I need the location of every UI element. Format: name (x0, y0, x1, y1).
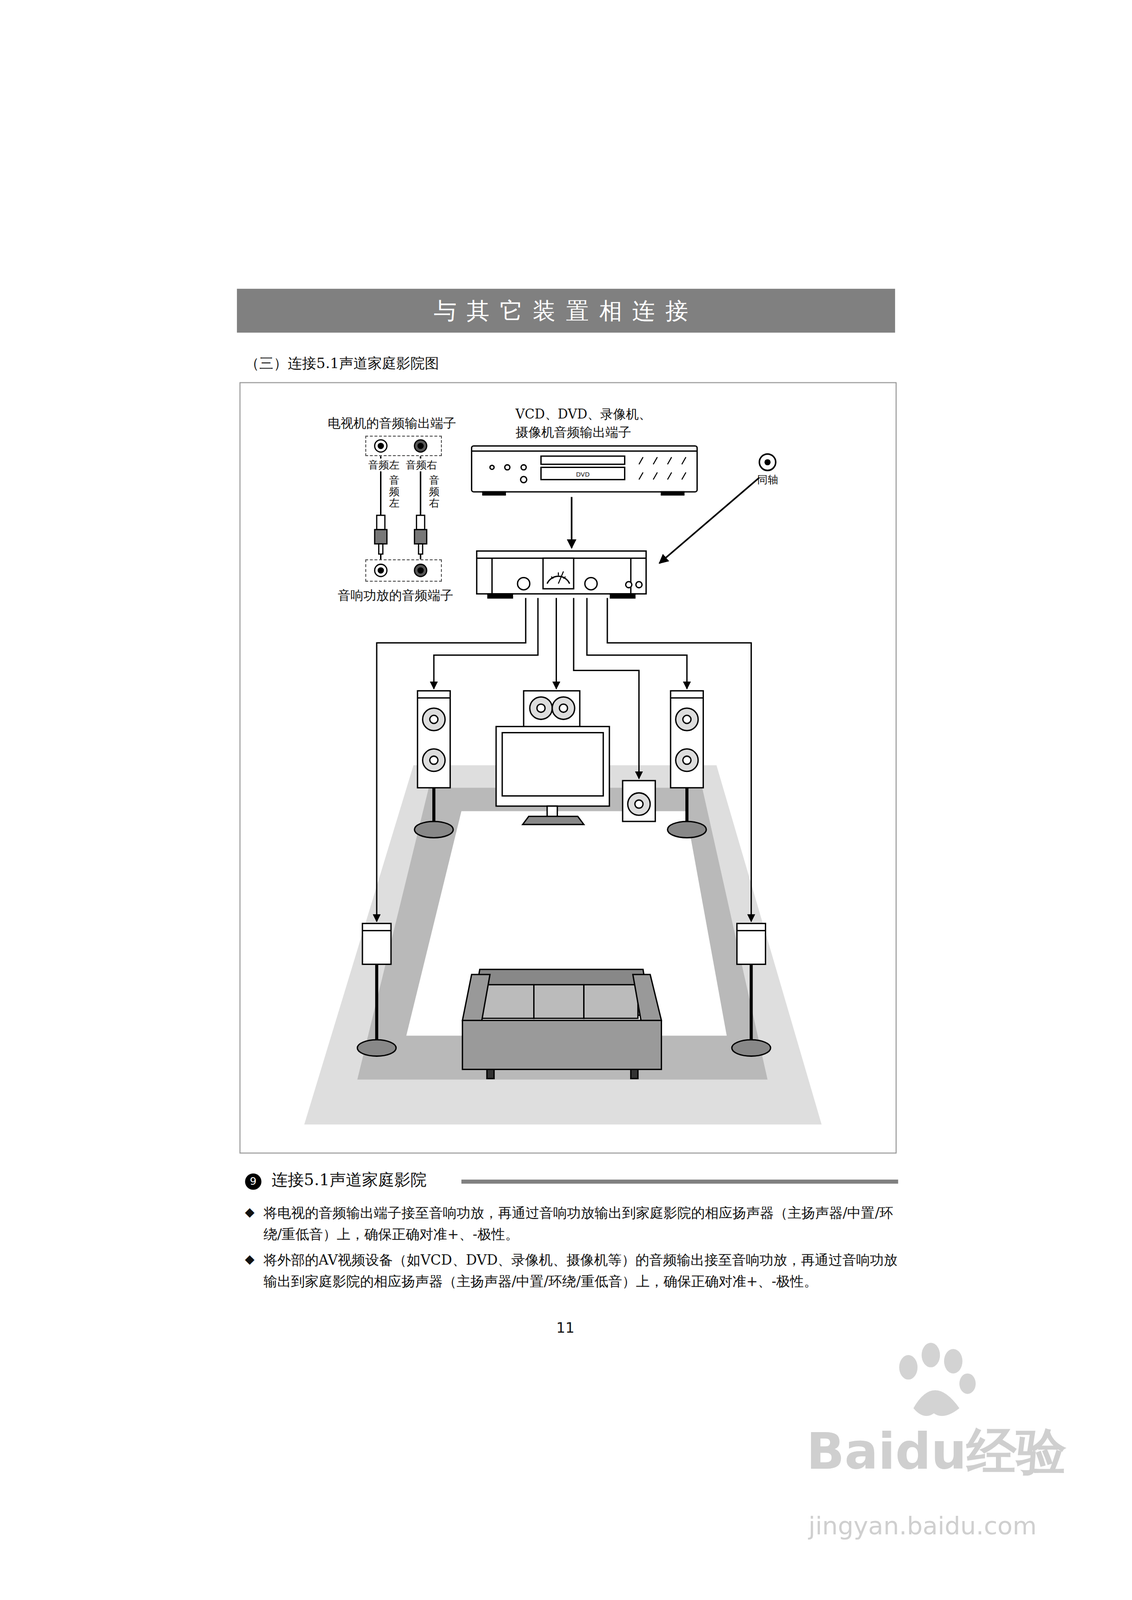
bullet-text: 将外部的AV视频设备（如VCD、DVD、录像机、摄像机等）的音频输出接至音响功放… (263, 1249, 899, 1293)
page-title: 与其它装置相连接 (236, 288, 896, 333)
dvd-player: VCD、DVD、录像机、 摄像机音频输出端子DVD (471, 446, 697, 493)
coaxial-jack (759, 454, 776, 471)
node-text: 音响功放的音频端子 (337, 587, 454, 604)
watermark-paw (898, 1342, 976, 1416)
cable-label: 音频左 (389, 474, 400, 510)
page-number: 11 (556, 1318, 575, 1337)
node-text: VCD、DVD、录像机、 摄像机音频输出端子 (515, 405, 654, 442)
speaker-wires (376, 597, 752, 922)
title-band (236, 288, 896, 333)
bullet-text: 将电视的音频输出端子接至音响功放，再通过音响功放输出到家庭影院的相应扬声器（主扬… (263, 1202, 899, 1246)
watermark-url: jingyan.baidu.com (808, 1510, 1037, 1542)
section-heading: 连接5.1声道家庭影院 (271, 1169, 427, 1191)
jack-label: 音频左 (367, 458, 401, 472)
cable-label: 音频右 (429, 474, 440, 510)
dvd-player (471, 446, 698, 496)
watermark: Baidu经验 (806, 1420, 1067, 1484)
node-text: 同轴 (757, 473, 779, 487)
amp-audio-terminal-box: 音响功放的音频端子 (365, 559, 442, 582)
callout-number: 9 (245, 1174, 261, 1189)
coaxial-jack-node: 同轴 (759, 454, 776, 471)
bullet-mark: ◆ (244, 1251, 255, 1268)
jack-label: 音频右 (405, 458, 438, 472)
amplifier (476, 551, 646, 599)
figure-subtitle: （三）连接5.1声道家庭影院图 (244, 354, 440, 373)
tv-audio-terminal-box: 电视机的音频输出端子 (365, 435, 442, 457)
figure-frame (240, 382, 897, 1154)
node-text: 电视机的音频输出端子 (327, 415, 457, 432)
node-text: DVD (540, 468, 625, 481)
rca-plugs (374, 515, 427, 555)
television (496, 726, 610, 825)
floor (304, 765, 822, 1125)
bullet-mark: ◆ (244, 1204, 255, 1220)
speakers (357, 690, 771, 1056)
sofa (462, 969, 662, 1079)
